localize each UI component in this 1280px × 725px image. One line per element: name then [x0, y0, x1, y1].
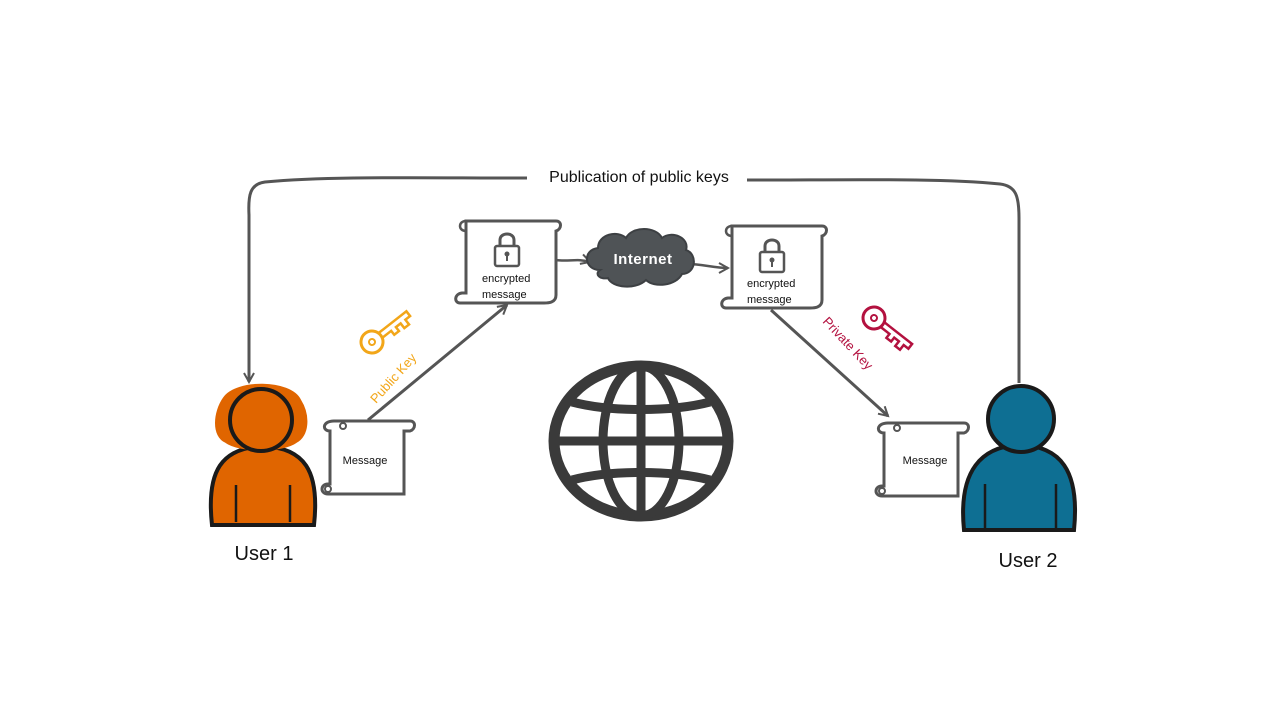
public-key-icon: [359, 309, 412, 355]
encrypted-message-right: encrypted message: [720, 224, 828, 310]
encrypted-label-line1: encrypted: [747, 278, 795, 290]
publication-label: Publication of public keys: [549, 169, 729, 186]
private-key-icon: [861, 305, 914, 352]
internet-label: Internet: [613, 251, 672, 268]
lock-icon: [758, 238, 786, 274]
private-key-label: Private Key: [820, 314, 877, 373]
encrypted-label-line2: message: [747, 294, 792, 306]
encrypt-arrow: [367, 305, 507, 422]
internet-cloud: Internet: [586, 228, 695, 288]
encrypted-label-line1: encrypted: [482, 273, 530, 285]
user-2-label: User 2: [999, 550, 1058, 572]
globe-icon: [548, 360, 734, 522]
publication-connector: [249, 176, 1021, 383]
send-arrow: [555, 260, 590, 262]
encrypted-message-left: encrypted message: [454, 219, 562, 305]
user-1-label: User 1: [235, 543, 294, 565]
message-label: Message: [903, 455, 948, 467]
message-label: Message: [343, 455, 388, 467]
user-2-icon: [961, 384, 1077, 532]
user-1-icon: [208, 383, 318, 527]
message-left: Message: [320, 419, 416, 496]
encrypted-label-line2: message: [482, 289, 527, 301]
lock-icon: [493, 232, 521, 268]
message-right: Message: [874, 421, 970, 498]
decrypt-arrow: [769, 308, 888, 416]
